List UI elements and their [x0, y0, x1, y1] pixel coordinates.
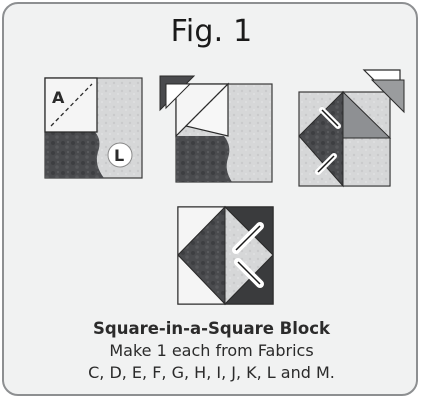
step-2-panel: [160, 76, 272, 182]
label-l: L: [114, 146, 124, 165]
caption-heading: Square-in-a-Square Block: [0, 318, 423, 340]
final-block: [178, 207, 273, 304]
caption-line-2: C, D, E, F, G, H, I, J, K, L and M.: [0, 362, 423, 384]
dark-fabric-area-step-2: [176, 136, 232, 182]
figure-caption: Square-in-a-Square Block Make 1 each fro…: [0, 318, 423, 384]
label-a: A: [52, 88, 65, 107]
caption-line-1: Make 1 each from Fabrics: [0, 340, 423, 362]
light-lower-right: [343, 138, 390, 186]
step-1-panel: A L: [45, 78, 142, 178]
step-3-panel: [299, 70, 404, 186]
dark-fabric-area: [45, 132, 104, 178]
